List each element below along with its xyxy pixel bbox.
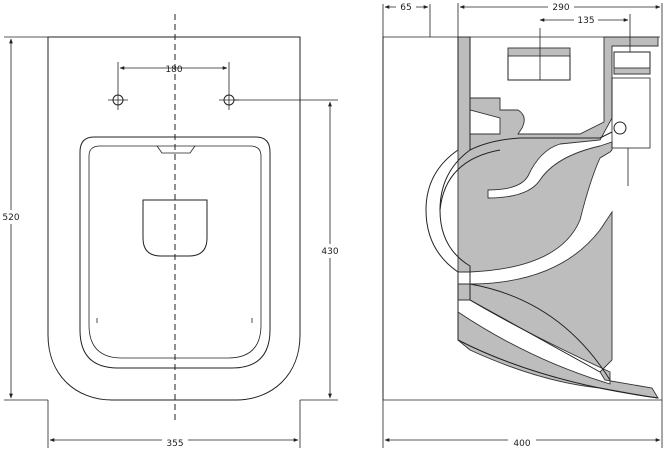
front-bowl-opening	[142, 199, 208, 257]
front-view: 180 520 430 355	[2, 14, 340, 449]
dim-front-width-label: 355	[166, 439, 183, 449]
dim-side-top-length: 290	[457, 1, 663, 37]
dim-side-outlet-offset: 135	[539, 14, 629, 26]
dim-hole-spacing-label: 180	[165, 65, 182, 75]
front-body-outline	[47, 36, 301, 401]
side-bowl-contour	[425, 37, 659, 399]
front-seat-inner	[88, 145, 262, 359]
dim-front-height: 520	[2, 36, 48, 401]
fixing-hole-left	[108, 90, 128, 110]
dim-side-top-length-label: 290	[552, 3, 569, 13]
front-hinge-notch	[156, 145, 196, 154]
front-seat-outer	[79, 136, 271, 369]
side-inlet-box	[507, 28, 571, 81]
dim-wall-offset-label: 65	[400, 3, 411, 13]
dim-side-total-depth: 400	[382, 400, 663, 449]
side-outlet-block	[611, 14, 651, 149]
dim-front-height-label: 520	[2, 213, 19, 223]
dim-wall-offset: 65	[382, 1, 431, 37]
dim-fixing-height: 430	[234, 99, 340, 401]
dim-side-total-depth-label: 400	[513, 439, 530, 449]
dim-front-width: 355	[47, 400, 301, 449]
side-outlet-circle	[613, 121, 627, 135]
side-view: 65 290 135 400	[382, 1, 663, 449]
side-bowl-inner	[469, 131, 613, 151]
dim-side-outlet-offset-label: 135	[577, 16, 594, 26]
dim-hole-spacing: 180	[117, 62, 230, 90]
side-ceramic-section	[457, 36, 659, 399]
dim-fixing-height-label: 430	[321, 247, 338, 257]
